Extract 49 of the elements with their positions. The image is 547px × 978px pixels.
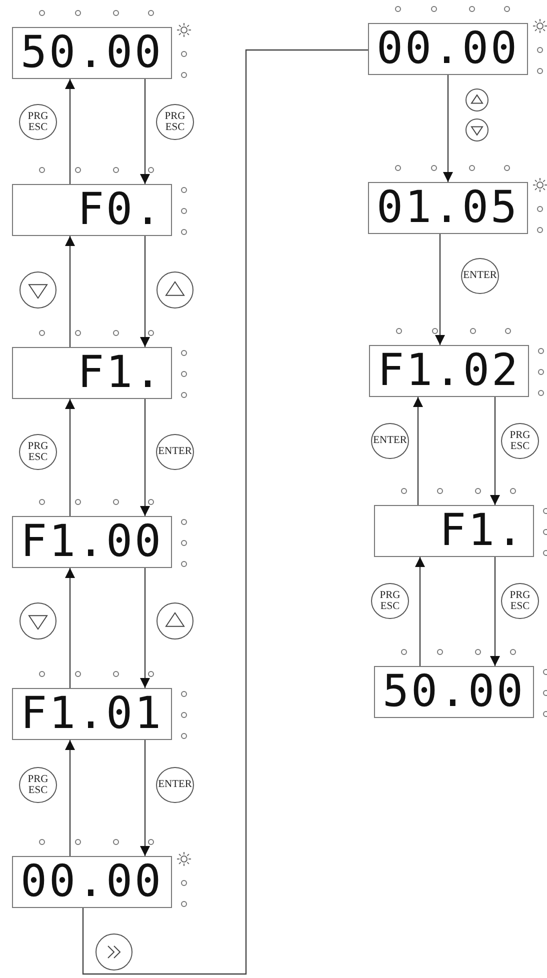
- arrow: [140, 79, 150, 184]
- display-readout: F1.00: [20, 520, 163, 564]
- display-panel: [368, 182, 528, 234]
- arrow: [490, 397, 500, 505]
- key-label: PRG ESC: [156, 104, 194, 140]
- display-panel: [368, 23, 528, 75]
- arrow: [490, 557, 500, 666]
- arrow: [140, 740, 150, 856]
- display-readout: 01.05: [376, 186, 519, 230]
- arrow: [65, 399, 75, 516]
- key-label: PRG ESC: [19, 767, 57, 803]
- display-panel: [12, 27, 172, 79]
- key-label: PRG ESC: [19, 104, 57, 140]
- display-readout: 50.00: [20, 31, 163, 75]
- key-label: ENTER: [156, 434, 194, 470]
- arrow: [413, 397, 423, 505]
- key-label: PRG ESC: [19, 434, 57, 470]
- key-label: PRG ESC: [501, 583, 539, 619]
- display-readout: 00.00: [376, 27, 519, 71]
- display-panel: [12, 347, 172, 399]
- arrow: [435, 234, 445, 345]
- key-label: PRG ESC: [371, 583, 409, 619]
- key-label: ENTER: [371, 423, 409, 459]
- display-readout: 50.00: [382, 670, 525, 714]
- arrow: [65, 568, 75, 688]
- display-readout: F1.02: [378, 349, 520, 393]
- arrow: [140, 568, 150, 688]
- display-panel: [374, 666, 534, 718]
- display-readout: F1.01: [20, 692, 163, 736]
- display-readout: 00.00: [20, 860, 163, 904]
- display-readout: F0.: [78, 188, 163, 232]
- display-panel: [369, 345, 529, 397]
- arrow: [65, 740, 75, 856]
- key-label: ENTER: [461, 258, 499, 294]
- arrow: [65, 236, 75, 347]
- key-label: ENTER: [156, 767, 194, 803]
- display-panel: [374, 505, 534, 557]
- key-label: PRG ESC: [501, 423, 539, 459]
- display-readout: F1.: [78, 351, 163, 395]
- display-readout: F1.: [440, 509, 525, 553]
- display-panel: [12, 688, 172, 740]
- display-panel: [12, 516, 172, 568]
- arrow: [140, 236, 150, 347]
- arrow: [65, 79, 75, 184]
- arrow: [443, 75, 453, 182]
- arrow: [140, 399, 150, 516]
- display-panel: [12, 184, 172, 236]
- arrow: [415, 557, 425, 666]
- display-panel: [12, 856, 172, 908]
